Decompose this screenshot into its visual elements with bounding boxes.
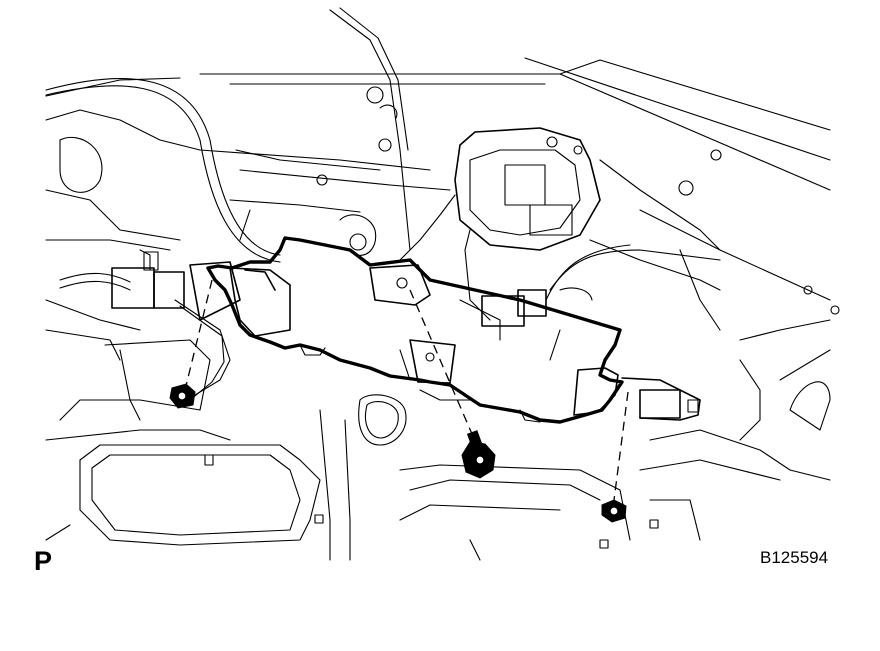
- bolt-left-icon: [169, 383, 196, 409]
- control-module: [399, 127, 721, 327]
- left-connector: [111, 249, 241, 321]
- bolt-right-icon: [601, 499, 627, 523]
- body-panel-outlines: [45, 57, 840, 561]
- wire-harness-lines: [45, 7, 411, 401]
- bracket-assembly: [206, 236, 624, 424]
- view-letter-label: P: [34, 546, 53, 576]
- figure-id-label: B125594: [760, 548, 829, 567]
- installation-guide-lines: [184, 279, 629, 501]
- bolt-center-icon: [461, 430, 496, 479]
- lower-structure: [239, 209, 561, 401]
- right-connector: [621, 377, 701, 421]
